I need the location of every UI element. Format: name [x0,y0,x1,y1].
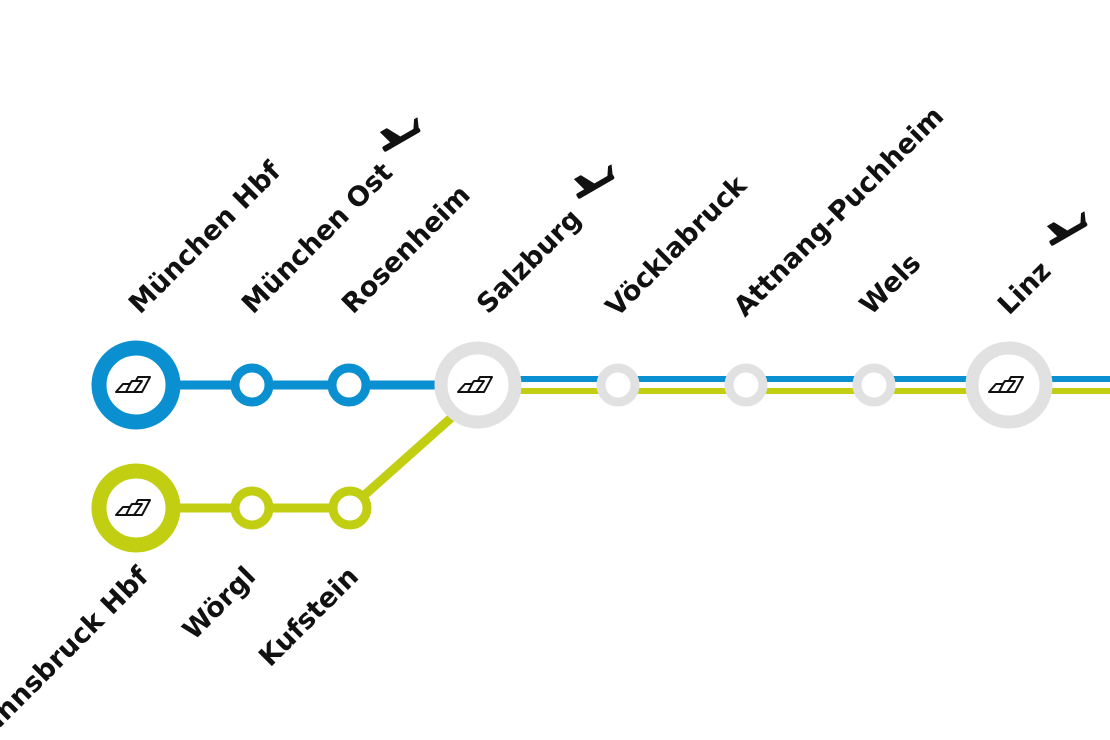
station-marker-salzburg[interactable] [434,341,522,429]
station-label-salzburg: Salzburg [471,203,588,320]
station-marker-muenchen-ost[interactable] [230,363,274,407]
airplane-icon [1041,206,1092,247]
airplane-icon [568,159,619,200]
station-marker-attnang-puchheim[interactable] [724,363,768,407]
station-marker-woergl[interactable] [230,486,274,530]
station-label-innsbruck-hbf: Innsbruck Hbf [0,561,155,734]
airplane-icon [374,112,425,153]
station-marker-rosenheim[interactable] [327,363,371,407]
station-marker-innsbruck-hbf[interactable] [91,463,181,553]
green-line-connector [345,405,465,513]
station-label-linz: Linz [992,256,1057,321]
station-marker-linz[interactable] [965,341,1053,429]
station-label-woergl: Wörgl [177,561,262,646]
station-marker-kufstein[interactable] [328,486,372,530]
station-label-kufstein: Kufstein [253,561,365,673]
station-label-attnang-puchheim: Attnang-Puchheim [728,101,950,323]
station-markers [91,340,1053,553]
station-marker-voecklabruck[interactable] [596,363,640,407]
station-marker-wels[interactable] [852,363,896,407]
station-marker-muenchen-hbf[interactable] [91,340,181,430]
station-label-wels: Wels [854,248,927,321]
